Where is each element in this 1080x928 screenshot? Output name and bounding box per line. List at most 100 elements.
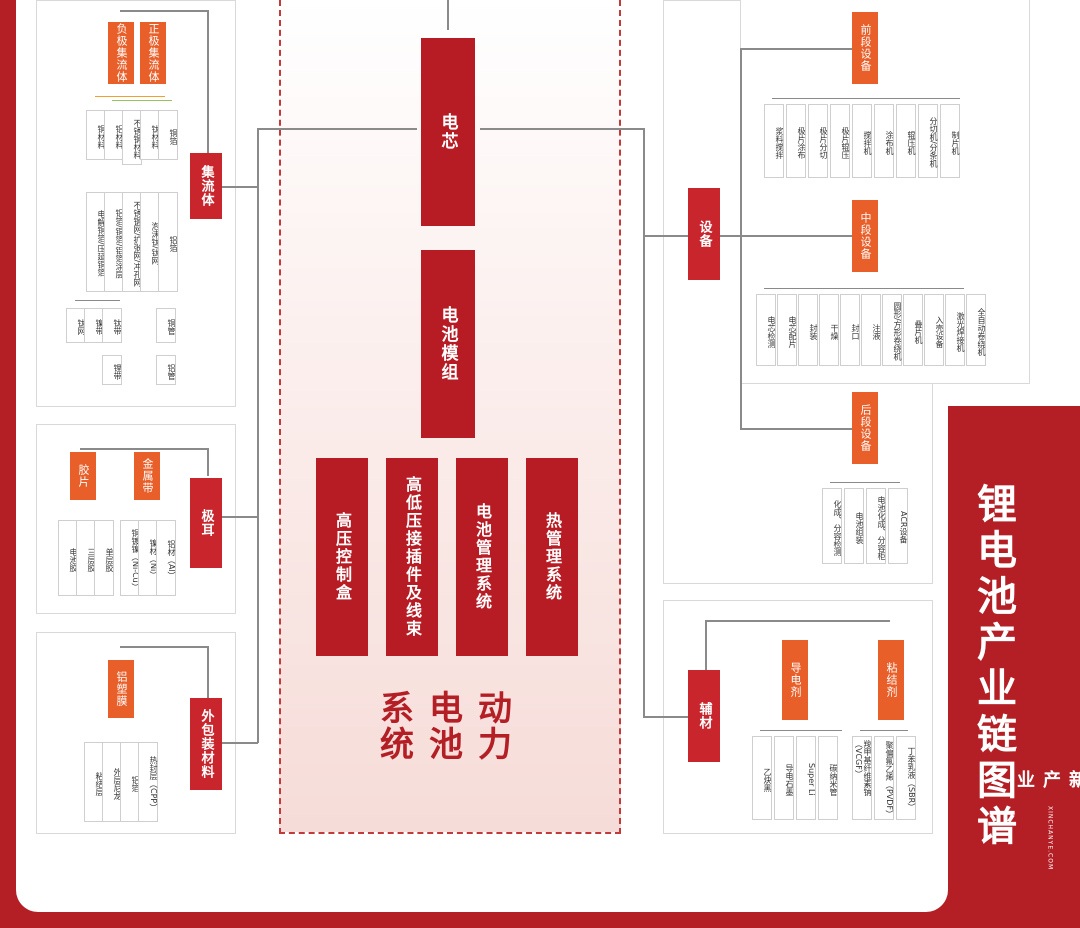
equipment-node[interactable]: 设备 xyxy=(688,188,720,280)
detail-steel: 不锈钢网/扩张网/冲孔网 xyxy=(122,192,142,292)
conductive-item-1: 乙炔黑 xyxy=(752,736,772,820)
conductive-item-3: Super Li xyxy=(796,736,816,820)
brand-logo-name: 新产业 xyxy=(1014,770,1080,788)
subsystem-3[interactable]: 高低压接插件及线束 xyxy=(386,458,438,656)
binder-item-2: 聚偏氟乙烯（PVDF） xyxy=(874,736,894,820)
middle-equipment-tag[interactable]: 中段设备 xyxy=(852,200,878,272)
back-equipment-label: 后段设备 xyxy=(859,404,872,452)
material-copper: 铜材料 xyxy=(86,110,106,160)
front-item-6: 涂布机 xyxy=(874,104,894,178)
sub-tab: 镍带 xyxy=(84,308,104,343)
middle-item-8: 叠片机 xyxy=(903,294,923,366)
middle-item-3: 封装 xyxy=(798,294,818,366)
back-equipment-tag[interactable]: 后段设备 xyxy=(852,392,878,464)
subsystem-2[interactable]: 电池管理系统 xyxy=(456,458,508,656)
cell-top-connector xyxy=(447,0,449,30)
conductive-item-2: 导电石墨 xyxy=(774,736,794,820)
collector-node-label: 集流体 xyxy=(198,165,214,207)
glue-triple: 三层胶 xyxy=(76,520,96,596)
right-trunk-top xyxy=(643,128,645,718)
back-link xyxy=(740,428,852,430)
back-items-bar xyxy=(830,482,900,483)
binder-item-1: 羧甲基纤维素钠（VCGF） xyxy=(852,736,872,820)
module-box[interactable]: 电池模组 xyxy=(421,250,475,438)
front-equipment-label: 前段设备 xyxy=(859,24,872,72)
middle-item-6: 注液 xyxy=(861,294,881,366)
front-item-9: 制片机 xyxy=(940,104,960,178)
middle-item-7: 圆形/方形卷绕机 xyxy=(882,294,902,366)
tab-tag-film-label: 胶片 xyxy=(77,464,90,488)
metal-al: 铝材（Al） xyxy=(156,520,176,596)
binder-label: 粘结剂 xyxy=(885,662,898,698)
sub-lithium: 锂带 xyxy=(102,355,122,385)
subsystem-2-label: 电池管理系统 xyxy=(473,503,492,611)
subsystem-1[interactable]: 热管理系统 xyxy=(526,458,578,656)
material-aluminum: 铝材料 xyxy=(104,110,124,160)
title-corner xyxy=(948,406,988,446)
material-steel: 不锈钢材料 xyxy=(122,110,142,165)
tab-top-link xyxy=(80,448,208,450)
sub-cu-tube: 铜管 xyxy=(156,308,176,343)
glue-battery: 单层胶 xyxy=(94,520,114,596)
middle-item-2: 电芯配片 xyxy=(777,294,797,366)
brand-logo: 新产业 XINCHANYE.COM xyxy=(1014,770,1080,870)
tab-tag-metal[interactable]: 金属带 xyxy=(134,452,160,500)
pack-tag[interactable]: 铝塑膜 xyxy=(108,660,134,718)
collector-green-link xyxy=(112,100,172,101)
tab-tag-metal-label: 金属带 xyxy=(141,458,154,494)
conductive-tag[interactable]: 导电剂 xyxy=(782,640,808,720)
glue-single: 电池胶 xyxy=(58,520,78,596)
right-to-cell xyxy=(480,128,644,130)
brand-logo-sub: XINCHANYE.COM xyxy=(1046,805,1054,870)
aux-node[interactable]: 辅材 xyxy=(688,670,720,762)
middle-items-bar xyxy=(764,288,964,289)
tab-node[interactable]: 极耳 xyxy=(190,478,222,568)
front-equipment-tag[interactable]: 前段设备 xyxy=(852,12,878,84)
core-system-text: 动力电池系统 xyxy=(373,690,512,762)
pack-node[interactable]: 外包装材料 xyxy=(190,698,222,790)
back-item-3: 电池化成、分容柜 xyxy=(866,488,886,564)
aux-top xyxy=(705,620,890,622)
core-system-label: 动力电池系统 xyxy=(318,690,568,790)
aux-node-label: 辅材 xyxy=(696,702,712,730)
front-link xyxy=(740,48,852,50)
collector-node[interactable]: 集流体 xyxy=(190,153,222,219)
right-to-aux xyxy=(643,716,688,718)
tab-drop xyxy=(207,448,209,476)
binder-item-3: 丁苯乳液（SBR） xyxy=(896,736,916,820)
pack-nylon: 粘结层 xyxy=(84,742,104,822)
cell-box[interactable]: 电芯 xyxy=(421,38,475,226)
detail-foil: 铝箔 xyxy=(158,192,178,292)
page-title-text: 锂电池产业链图谱 xyxy=(970,483,1016,851)
aux-trunk xyxy=(705,620,707,670)
metal-ni-cu: 铜镀镍（Ni-Cu） xyxy=(120,520,140,596)
pack-tag-label: 铝塑膜 xyxy=(115,671,128,707)
back-item-4: ACR设备 xyxy=(888,488,908,564)
material-nickel: 铜箔 xyxy=(158,110,178,160)
left-trunk xyxy=(257,128,259,743)
subsystem-4[interactable]: 高压控制盒 xyxy=(316,458,368,656)
pack-cpp: 热封层（CPP） xyxy=(138,742,158,822)
collector-tag-negative[interactable]: 负极集流体 xyxy=(108,22,134,84)
front-item-3: 极片分切 xyxy=(808,104,828,178)
front-items-bar xyxy=(772,98,960,99)
collector-tag-negative-label: 负极集流体 xyxy=(115,23,128,83)
detail-titanium: 泡沫钛/钛网 xyxy=(140,192,160,292)
module-label: 电池模组 xyxy=(437,306,458,382)
collector-trunk xyxy=(207,10,209,155)
binder-tag[interactable]: 粘结剂 xyxy=(878,640,904,720)
sub-ti-mesh: 钛网 xyxy=(66,308,86,343)
middle-item-11: 全自动卷绕机 xyxy=(966,294,986,366)
tab-tag-film[interactable]: 胶片 xyxy=(70,452,96,500)
left-to-cell xyxy=(257,128,417,130)
pack-node-label: 外包装材料 xyxy=(198,709,214,779)
pack-to-trunk xyxy=(222,742,258,744)
detail-aluminum: 铝箔/铜箔/铝箔涂层 xyxy=(104,192,124,292)
subsystem-4-label: 高压控制盒 xyxy=(333,512,352,602)
subsystem-3-label: 高低压接插件及线束 xyxy=(403,476,422,638)
collector-tag-positive[interactable]: 正极集流体 xyxy=(140,22,166,84)
equipment-link xyxy=(720,235,742,237)
equipment-node-label: 设备 xyxy=(696,220,712,248)
collector-tag-positive-label: 正极集流体 xyxy=(147,23,160,83)
binder-bar xyxy=(860,730,908,731)
